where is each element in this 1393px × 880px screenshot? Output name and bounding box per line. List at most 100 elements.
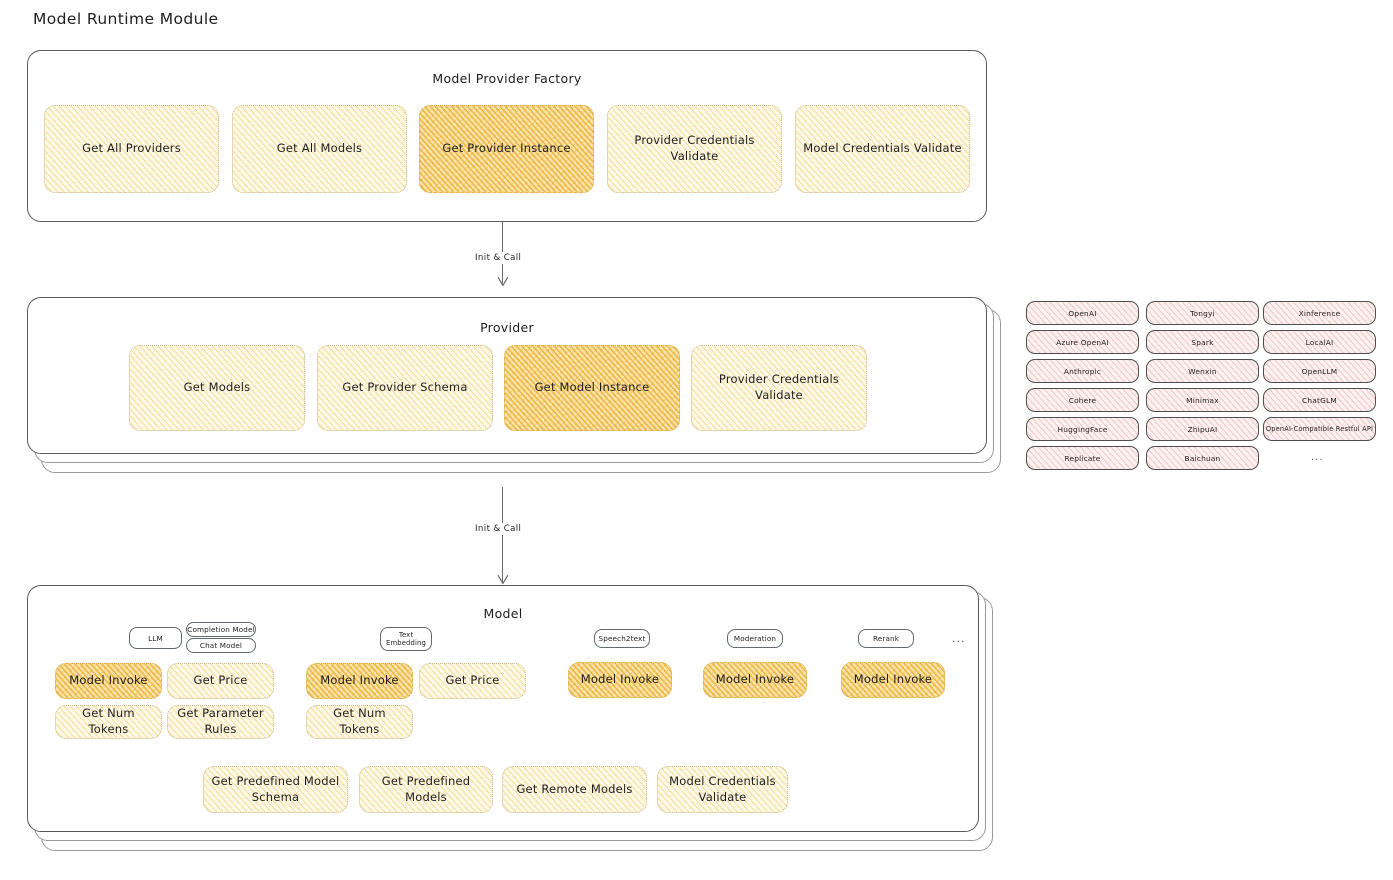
arrow-provider-to-model-line (502, 487, 504, 583)
node-text-embedding-get-num-tokens[interactable]: Get Num Tokens (306, 705, 413, 739)
node-llm-model-invoke[interactable]: Model Invoke (55, 663, 162, 699)
node-label: Get Price (445, 673, 500, 688)
node-get-all-providers[interactable]: Get All Providers (44, 105, 219, 193)
node-get-remote-models[interactable]: Get Remote Models (502, 766, 647, 813)
provider-pill-replicate[interactable]: Replicate (1026, 446, 1139, 470)
node-label: Get All Providers (82, 141, 181, 156)
node-label: Get Models (183, 380, 251, 395)
node-label: Model Credentials Validate (669, 773, 776, 804)
pill-label: Minimax (1186, 395, 1219, 405)
model-title: Model (483, 606, 523, 621)
page-title: Model Runtime Module (33, 10, 219, 28)
chip-label: Completion Model (187, 625, 255, 634)
node-label: Get Provider Instance (442, 141, 571, 156)
node-llm-get-parameter-rules[interactable]: Get Parameter Rules (167, 705, 274, 739)
pill-label: Spark (1191, 337, 1214, 347)
arrow-provider-to-model-head (497, 574, 509, 585)
pill-label: Cohere (1068, 395, 1097, 405)
pill-label: LocalAI (1305, 337, 1334, 347)
pill-label: OpenAI-Compatible Restful API (1265, 425, 1374, 433)
node-label: Model Invoke (853, 672, 933, 687)
provider-title: Provider (480, 320, 534, 335)
provider-pill-localai[interactable]: LocalAI (1263, 330, 1376, 354)
model-provider-factory-title: Model Provider Factory (432, 71, 582, 86)
chip-label: Rerank (872, 634, 900, 643)
model-types-more: ... (952, 632, 966, 645)
node-get-provider-schema[interactable]: Get Provider Schema (317, 345, 493, 431)
node-provider-credentials-validate-2[interactable]: Provider Credentials Validate (691, 345, 867, 431)
provider-pill-openllm[interactable]: OpenLLM (1263, 359, 1376, 383)
provider-pill-xinference[interactable]: Xinference (1263, 301, 1376, 325)
node-label: Model Invoke (580, 672, 660, 687)
node-label: Get Remote Models (516, 781, 633, 796)
node-label: Get Model Instance (534, 380, 650, 395)
node-get-predefined-models[interactable]: Get Predefined Models (359, 766, 493, 813)
provider-pill-minimax[interactable]: Minimax (1146, 388, 1259, 412)
model-subchip-chat-model[interactable]: Chat Model (186, 638, 256, 653)
node-label: Get Price (193, 673, 248, 688)
node-label: Get Provider Schema (342, 380, 468, 395)
provider-pill-baichuan[interactable]: Baichuan (1146, 446, 1259, 470)
node-label: Model Invoke (69, 673, 148, 688)
pill-label: Tongyi (1190, 308, 1215, 318)
pill-label: OpenAI (1068, 308, 1097, 318)
node-label: Get Parameter Rules (177, 706, 264, 736)
provider-pill-chatglm[interactable]: ChatGLM (1263, 388, 1376, 412)
provider-pill-openai-compatible-restful-api[interactable]: OpenAI-Compatible Restful API (1263, 417, 1376, 441)
provider-pill-azure-openai[interactable]: Azure OpenAI (1026, 330, 1139, 354)
model-type-chip-moderation[interactable]: Moderation (727, 629, 783, 648)
provider-pill-huggingface[interactable]: HuggingFace (1026, 417, 1139, 441)
node-text-embedding-get-price[interactable]: Get Price (419, 663, 526, 699)
node-label: Get Predefined Model Schema (211, 773, 340, 804)
provider-pill-tongyi[interactable]: Tongyi (1146, 301, 1259, 325)
node-label: Get Num Tokens (333, 706, 386, 736)
chip-label: LLM (148, 633, 163, 643)
provider-pill-spark[interactable]: Spark (1146, 330, 1259, 354)
model-type-chip-text-embedding[interactable]: Text Embedding (380, 627, 432, 651)
pill-label: OpenLLM (1301, 366, 1338, 376)
provider-pill-wenxin[interactable]: Wenxin (1146, 359, 1259, 383)
node-provider-credentials-validate[interactable]: Provider Credentials Validate (607, 105, 782, 193)
chip-label: Moderation (733, 634, 777, 643)
model-type-chip-rerank[interactable]: Rerank (858, 629, 914, 648)
pill-label: Baichuan (1184, 453, 1221, 463)
node-get-all-models[interactable]: Get All Models (232, 105, 407, 193)
node-get-models[interactable]: Get Models (129, 345, 305, 431)
node-model-credentials-validate-2[interactable]: Model Credentials Validate (657, 766, 788, 813)
node-label: Model Invoke (320, 673, 399, 688)
arrow-factory-to-provider-label: Init & Call (471, 252, 526, 264)
provider-pill-cohere[interactable]: Cohere (1026, 388, 1139, 412)
pill-label: ChatGLM (1302, 395, 1337, 405)
node-text-embedding-model-invoke[interactable]: Model Invoke (306, 663, 413, 699)
node-get-model-instance[interactable]: Get Model Instance (504, 345, 680, 431)
node-get-provider-instance[interactable]: Get Provider Instance (419, 105, 594, 193)
node-label: Model Credentials Validate (803, 141, 962, 156)
model-type-chip-speech2text[interactable]: Speech2text (594, 629, 650, 648)
model-subchip-completion-model[interactable]: Completion Model (186, 622, 256, 637)
chip-label: Speech2text (598, 634, 646, 643)
arrow-factory-to-provider-head (497, 276, 509, 287)
chip-label: Text Embedding (386, 630, 426, 647)
pill-label: Replicate (1064, 453, 1101, 463)
node-llm-get-num-tokens[interactable]: Get Num Tokens (55, 705, 162, 739)
node-label: Model Invoke (715, 672, 795, 687)
node-label: Get All Models (276, 141, 363, 156)
node-speech2text-model-invoke[interactable]: Model Invoke (568, 662, 672, 698)
node-moderation-model-invoke[interactable]: Model Invoke (703, 662, 807, 698)
pill-label: Azure OpenAI (1056, 337, 1109, 347)
node-label: Provider Credentials Validate (718, 372, 840, 402)
arrow-provider-to-model-label: Init & Call (471, 523, 526, 535)
provider-list-more: ... (1311, 452, 1324, 463)
node-get-predefined-model-schema[interactable]: Get Predefined Model Schema (203, 766, 348, 813)
provider-pill-openai[interactable]: OpenAI (1026, 301, 1139, 325)
node-label: Get Num Tokens (82, 706, 135, 736)
provider-pill-anthropic[interactable]: Anthropic (1026, 359, 1139, 383)
provider-pill-zhipuai[interactable]: ZhipuAI (1146, 417, 1259, 441)
chip-label: Chat Model (199, 641, 243, 650)
node-label: Provider Credentials Validate (634, 133, 755, 163)
pill-label: ZhipuAI (1187, 424, 1218, 434)
model-type-chip-llm[interactable]: LLM (129, 627, 182, 649)
node-llm-get-price[interactable]: Get Price (167, 663, 274, 699)
node-rerank-model-invoke[interactable]: Model Invoke (841, 662, 945, 698)
node-model-credentials-validate[interactable]: Model Credentials Validate (795, 105, 970, 193)
